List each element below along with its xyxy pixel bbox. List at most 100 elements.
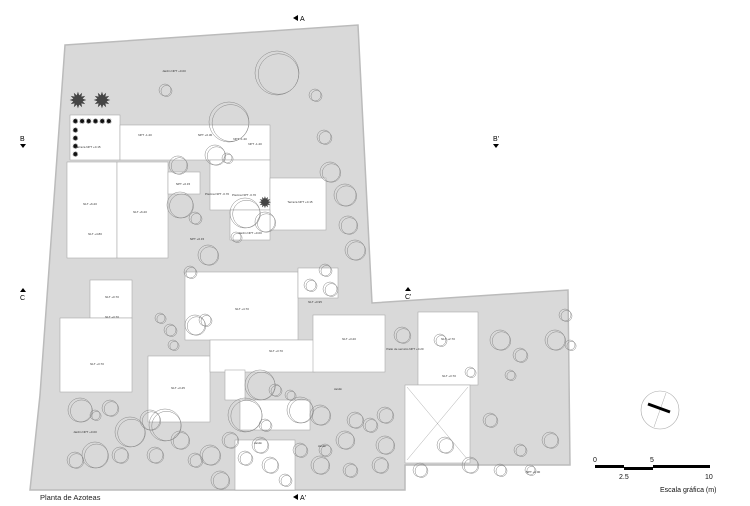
room-label: NLT +3.70	[105, 315, 119, 319]
room-label: Jardín	[254, 441, 263, 445]
roof-block	[239, 399, 311, 431]
roof-block	[69, 114, 121, 161]
tree-canopy-icon	[156, 314, 167, 324]
roof-block	[297, 267, 339, 299]
tree-canopy-icon	[172, 432, 191, 450]
room-label: Piscina NPT -0.70	[205, 192, 229, 196]
tree-canopy-icon	[414, 464, 429, 478]
section-marker-c-prime: C'	[405, 287, 411, 301]
tree-canopy-icon	[163, 323, 177, 337]
tree-canopy-icon	[318, 131, 333, 145]
room-label: NLT +0.70	[105, 295, 119, 299]
tree-canopy-icon	[189, 454, 204, 468]
tree-canopy-icon	[340, 217, 359, 235]
tree-canopy-icon	[362, 417, 378, 433]
room-label: NLT +4.70	[235, 307, 249, 311]
tree-canopy-icon	[482, 412, 498, 428]
room-label: NLT +6.20	[83, 202, 97, 206]
section-marker-c: C	[20, 288, 26, 302]
tree-canopy-icon	[148, 448, 165, 464]
tree-canopy-icon	[223, 154, 234, 164]
tree-canopy-icon	[377, 437, 396, 455]
tree-canopy-icon	[223, 433, 240, 449]
tree-canopy-icon	[200, 246, 219, 266]
tree-canopy-icon	[221, 152, 233, 164]
tree-canopy-icon	[103, 401, 120, 417]
tree-canopy-icon	[113, 448, 130, 464]
tree-canopy-icon	[185, 267, 198, 279]
svg-text:✹: ✹	[72, 126, 79, 135]
tree-canopy-icon	[286, 391, 297, 401]
tree-canopy-icon	[229, 197, 261, 229]
tree-canopy-icon	[187, 452, 203, 468]
room-label: Piscina NPT -0.70	[232, 193, 256, 197]
tree-canopy-icon	[560, 310, 573, 322]
tree-canopy-icon	[564, 339, 576, 351]
tree-canopy-icon	[364, 419, 379, 433]
tree-canopy-icon	[230, 231, 242, 243]
svg-text:Escala gráfica (m): Escala gráfica (m)	[660, 487, 716, 494]
small-palm-row: ✹✹✹✹✹✹ ✹✹✹✹	[72, 117, 113, 159]
room-label: Terraza NPT +0.15	[75, 145, 101, 149]
tree-canopy-icon	[170, 157, 189, 175]
roof-block	[404, 384, 471, 464]
tree-canopy-icon	[347, 241, 366, 261]
tree-canopy-icon	[263, 458, 280, 474]
tree-canopy-icon	[433, 333, 447, 347]
room-label: Jardín NPT +0.00	[238, 231, 262, 235]
tree-canopy-icon	[526, 466, 537, 476]
tree-canopy-icon	[543, 433, 560, 449]
tree-canopy-icon	[202, 446, 221, 466]
tree-canopy-icon	[378, 408, 395, 424]
tree-canopy-icon	[154, 312, 166, 324]
svg-text:✹: ✹	[72, 142, 79, 151]
tree-canopy-icon	[142, 411, 161, 431]
section-marker-a-prime: A'	[293, 494, 306, 502]
svg-text:B: B	[20, 136, 25, 143]
tree-canopy-icon	[547, 331, 566, 351]
tree-canopy-icon	[316, 129, 332, 145]
tree-canopy-icon	[89, 409, 101, 421]
room-label: NLT +3.45	[171, 386, 185, 390]
svg-text:10: 10	[705, 474, 713, 481]
tree-canopy-icon	[495, 465, 508, 477]
tree-canopy-icon	[253, 438, 270, 454]
tree-canopy-icon	[322, 163, 341, 183]
tree-canopy-icon	[212, 472, 231, 490]
roof-block	[229, 209, 271, 241]
tree-canopy-icon	[188, 211, 202, 225]
tree-canopy-icon	[70, 399, 93, 423]
tree-canopy-icon	[524, 464, 536, 476]
tree-canopy-icon	[239, 452, 254, 466]
svg-text:C': C'	[405, 294, 411, 301]
tree-canopy-icon	[512, 347, 528, 363]
tree-canopy-icon	[318, 263, 332, 277]
tree-canopy-icon	[237, 450, 253, 466]
tree-canopy-icon	[165, 325, 178, 337]
svg-text:✹: ✹	[93, 88, 111, 113]
tree-canopy-icon	[312, 406, 331, 426]
tree-canopy-icon	[260, 420, 273, 432]
svg-text:✹✹✹✹✹✹: ✹✹✹✹✹✹	[72, 117, 113, 126]
roof-block	[312, 314, 386, 373]
tree-canopy-icon	[395, 328, 412, 344]
tree-canopy-icon	[515, 445, 528, 457]
room-label: NLT +4.80	[88, 232, 102, 236]
room-label: NLT +6.20	[133, 210, 147, 214]
roof-block	[269, 177, 327, 231]
roof-block	[417, 311, 479, 386]
tree-canopy-icon	[438, 438, 455, 454]
tree-canopy-icon	[484, 414, 499, 428]
room-label: Jardín NPT +0.00	[73, 430, 97, 434]
room-label: NPT -1.20	[233, 137, 247, 141]
roof-block	[209, 339, 316, 373]
building-roofs	[59, 114, 479, 491]
tree-canopy-icon	[435, 335, 448, 347]
tree-canopy-icon	[318, 443, 332, 457]
trees	[66, 50, 577, 490]
tree-canopy-icon	[280, 475, 293, 487]
tree-canopy-icon	[268, 383, 282, 397]
svg-text:5: 5	[650, 457, 654, 464]
tree-canopy-icon	[278, 473, 292, 487]
